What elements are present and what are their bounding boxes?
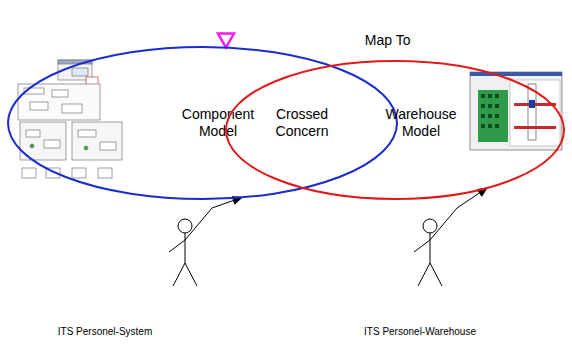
connector-line [212,200,234,208]
connector [218,34,234,48]
actor: ITS Personel-Warehouse [335,208,515,342]
actor-name: ITS Personel-System [58,326,152,338]
actor: ITS Personel-System [40,208,220,342]
model-name: Component Model [172,106,264,140]
connector-line [457,193,480,208]
model-ellipse: Component Model [7,46,398,200]
actor-name: ITS Personel-Warehouse [364,326,476,338]
region-label: Crossed Concern [262,106,342,140]
edge-label: Map To [365,32,411,49]
arrow-head [218,34,234,48]
stick-figure [40,208,220,342]
warehouse-screenshot [470,72,562,150]
stick-figure [335,208,515,342]
model-name: Warehouse Model [375,106,467,140]
